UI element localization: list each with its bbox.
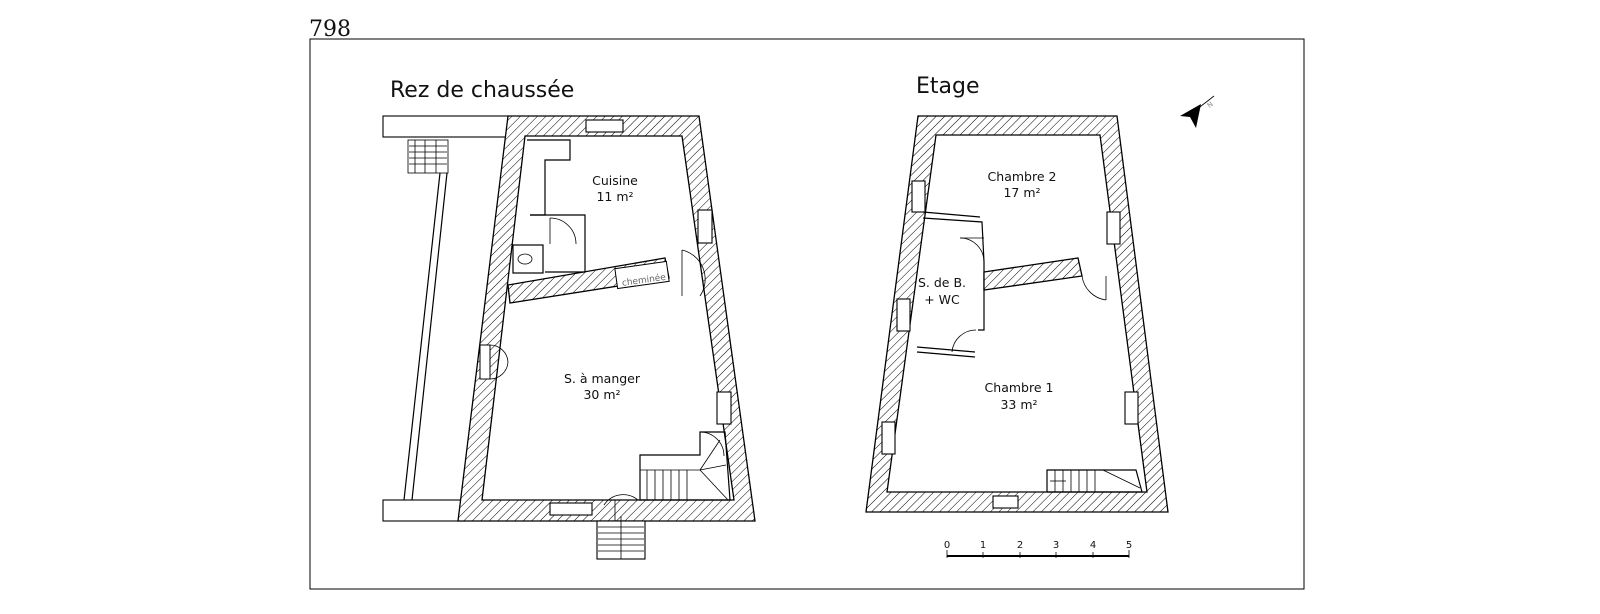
drawing-frame — [309, 38, 1305, 590]
north-arrow-label: N — [1206, 100, 1215, 110]
scale-tick-label: 5 — [1126, 540, 1132, 551]
scale-tick-label: 4 — [1090, 540, 1096, 551]
window — [549, 502, 593, 516]
window — [697, 209, 713, 244]
exterior-terrace — [382, 115, 509, 522]
window — [1124, 391, 1139, 425]
room-name-bathroom: S. de B. — [918, 275, 966, 290]
exterior-stairs — [407, 139, 449, 174]
window — [992, 495, 1019, 509]
upper-floor-title: Etage — [916, 74, 980, 99]
room-area-bedroom-2: 17 m² — [1003, 185, 1040, 200]
room-area-bedroom-1: 33 m² — [1000, 397, 1037, 412]
room-name-kitchen: Cuisine — [592, 173, 638, 188]
ground-floor-plan: Rez de chaussée — [382, 78, 756, 560]
entrance — [596, 494, 646, 560]
upper-floor-walls — [865, 115, 1169, 513]
fireplace — [614, 260, 670, 290]
interior-wall — [983, 257, 1083, 291]
side-door — [479, 344, 509, 380]
window — [911, 180, 926, 213]
scale-tick-label: 2 — [1017, 540, 1023, 551]
door-swing — [681, 249, 706, 297]
upper-floor-plan: Etage Chambre 2 17 m² S. de B. + WC Cha — [865, 74, 1169, 513]
scale-tick-label: 3 — [1053, 540, 1059, 551]
window — [896, 298, 911, 332]
ground-floor-title: Rez de chaussée — [390, 78, 574, 103]
scale-tick-label: 1 — [980, 540, 986, 551]
room-name-bedroom-2: Chambre 2 — [988, 169, 1057, 184]
north-arrow-icon: N — [1180, 95, 1215, 128]
window — [716, 391, 732, 425]
room-name-bedroom-1: Chambre 1 — [985, 380, 1054, 395]
room-area-kitchen: 11 m² — [596, 189, 633, 204]
room-area-dining: 30 m² — [583, 387, 620, 402]
window — [585, 119, 624, 133]
room-area-bathroom: + WC — [924, 292, 960, 307]
window — [1106, 211, 1121, 245]
upper-stairs — [1046, 469, 1143, 493]
wc-block — [512, 139, 586, 274]
ground-floor-walls — [457, 115, 756, 522]
scale-tick-label: 0 — [944, 540, 950, 551]
scale-bar: 0 1 2 3 4 5 — [944, 540, 1132, 558]
window — [881, 421, 896, 455]
room-name-dining: S. à manger — [564, 371, 641, 386]
page-number: 798 — [309, 17, 351, 42]
door-swing — [1081, 275, 1107, 301]
interior-stairs — [639, 431, 731, 501]
